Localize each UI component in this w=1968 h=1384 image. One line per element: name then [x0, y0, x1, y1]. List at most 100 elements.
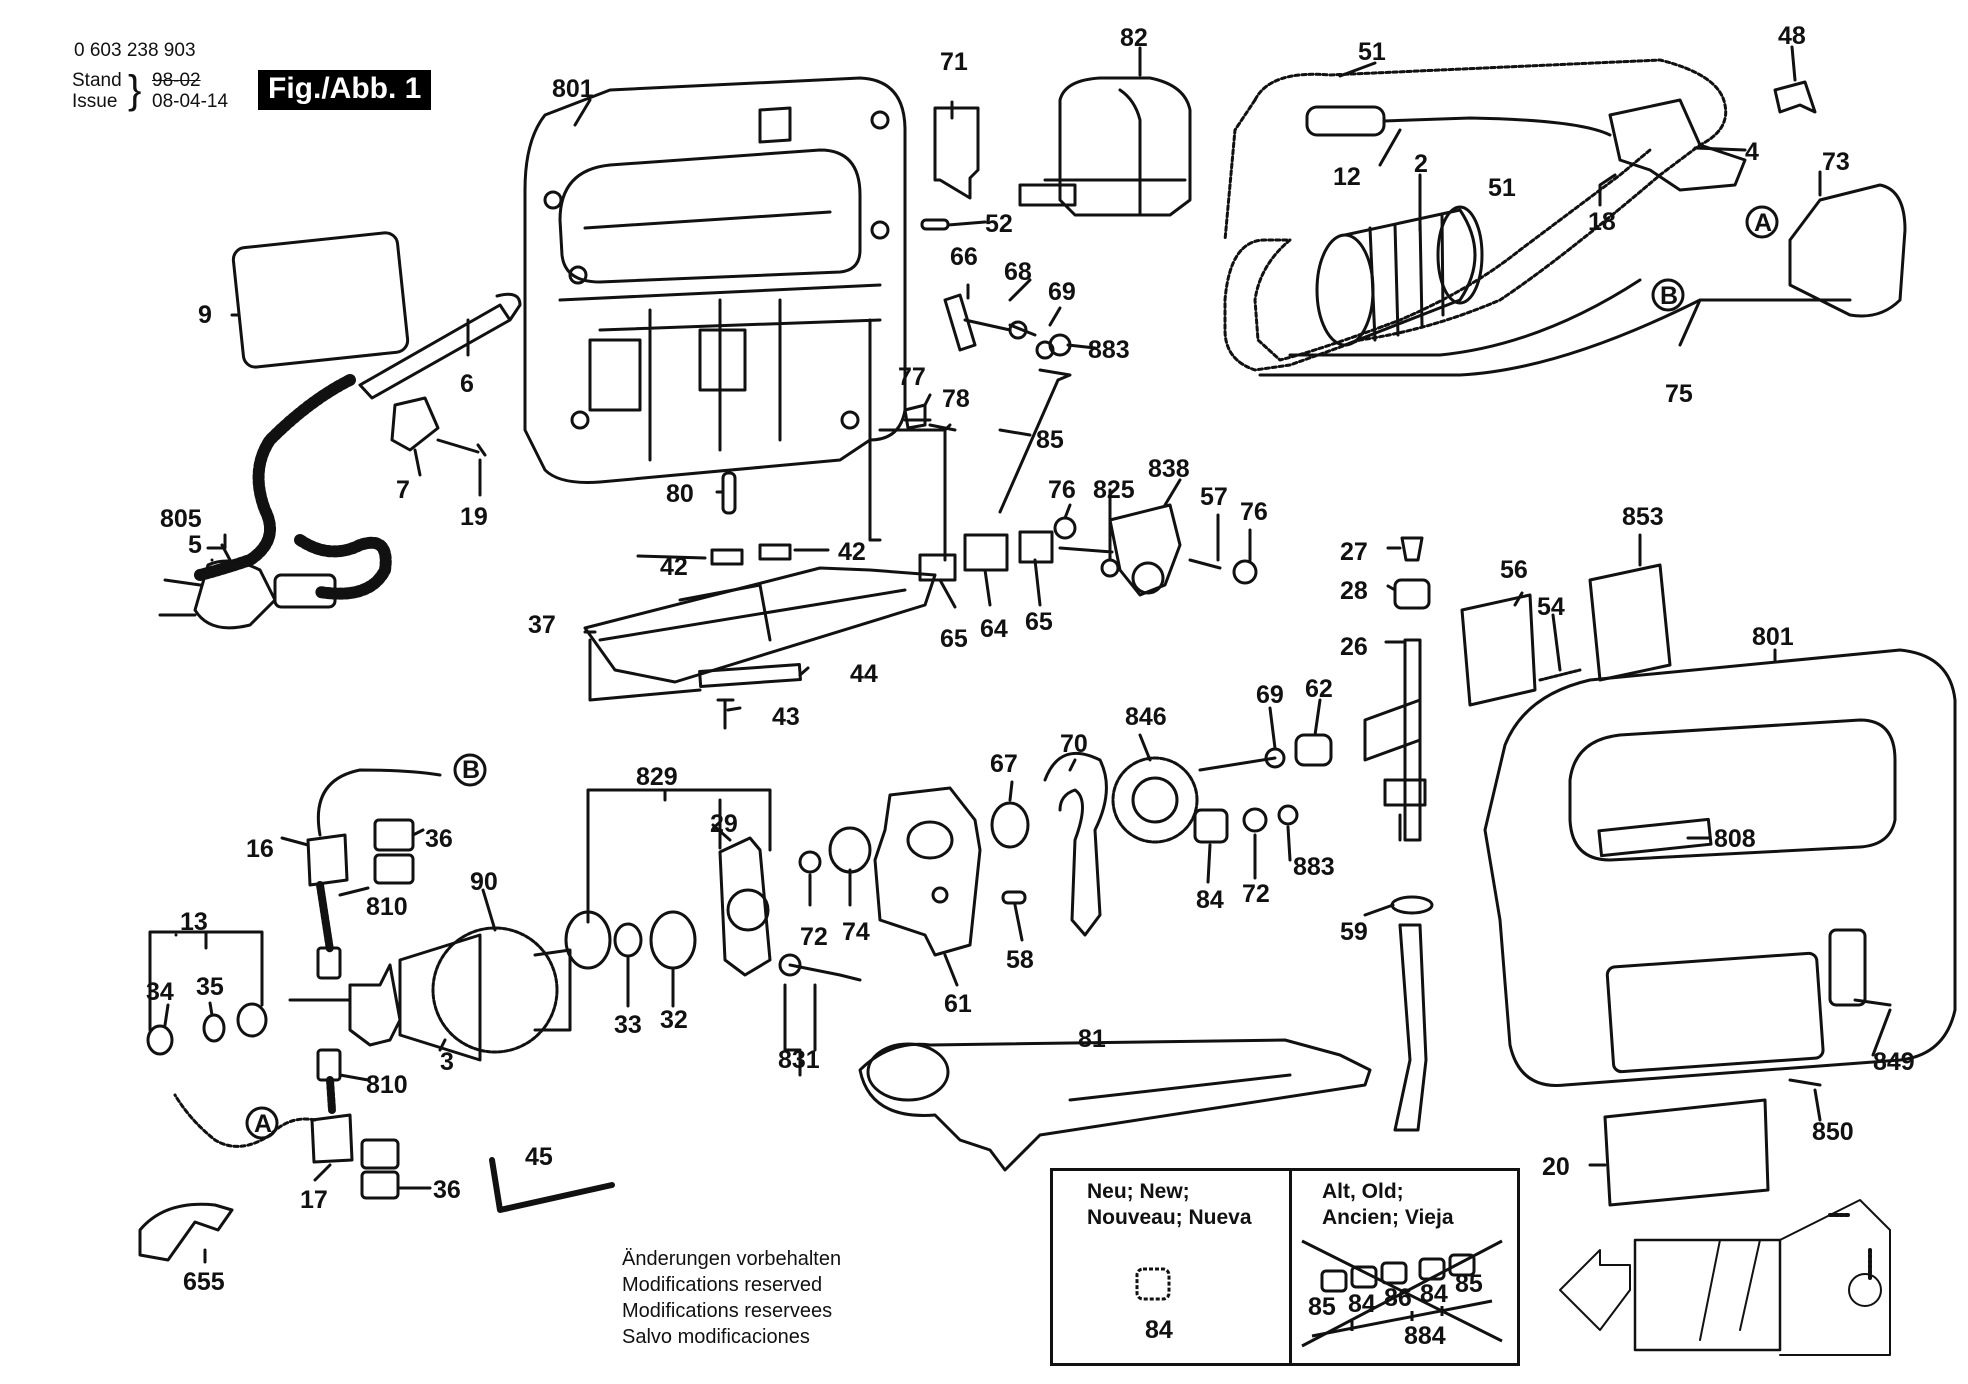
legend-old-85-a: 85	[1308, 1293, 1336, 1321]
mark-A-1	[1745, 205, 1779, 239]
callout-36: 36	[425, 825, 453, 853]
power-cord	[194, 374, 356, 581]
callout-29: 29	[710, 810, 738, 838]
callout-72-b: 72	[1242, 880, 1270, 908]
callout-9: 9	[198, 301, 212, 329]
part-45	[489, 1157, 615, 1213]
legend-new-line1: Neu; New;	[1087, 1180, 1190, 1203]
issue-value: 08-04-14	[152, 91, 229, 112]
callout-54: 54	[1537, 593, 1565, 621]
callout-42-b: 42	[838, 538, 866, 566]
part-66	[943, 293, 977, 352]
callout-72: 72	[800, 923, 828, 951]
part-7	[390, 396, 440, 452]
mark-B-2	[453, 753, 487, 787]
part-825	[1100, 558, 1120, 578]
part-28	[1393, 578, 1431, 610]
callout-883: 883	[1088, 336, 1130, 364]
callout-76: 76	[1048, 476, 1076, 504]
callout-70: 70	[1060, 730, 1088, 758]
callout-51-b: 51	[1488, 174, 1516, 202]
part-59	[1390, 895, 1434, 915]
callout-90: 90	[470, 868, 498, 896]
part-846	[1111, 756, 1199, 844]
legend-old-84-a: 84	[1348, 1290, 1376, 1318]
callout-59: 59	[1340, 918, 1368, 946]
callout-829: 829	[636, 763, 678, 791]
part-48	[1773, 80, 1817, 114]
legend-old-cell: Alt, Old; Ancien; Vieja 85 84 86 84 85 8…	[1292, 1171, 1517, 1363]
legend-old-line1: Alt, Old;	[1322, 1180, 1404, 1203]
part-810-b	[326, 1076, 336, 1114]
part-808	[1597, 817, 1713, 858]
part-70	[1043, 751, 1108, 937]
callout-810-b: 810	[366, 1071, 408, 1099]
part-17	[310, 1113, 354, 1164]
callout-43: 43	[772, 703, 800, 731]
part-883-b	[1277, 804, 1299, 826]
part-9	[231, 231, 410, 369]
part-42-a	[710, 548, 744, 566]
part-36-b	[360, 1138, 400, 1170]
callout-810: 810	[366, 893, 408, 921]
issue-label: Issue	[72, 91, 118, 112]
legend-old-line2: Ancien; Vieja	[1322, 1206, 1454, 1229]
callout-16: 16	[246, 835, 274, 863]
callout-27: 27	[1340, 538, 1368, 566]
mark-B-1	[1651, 278, 1685, 312]
part-43	[716, 698, 735, 730]
callout-42: 42	[660, 553, 688, 581]
callout-7: 7	[396, 476, 410, 504]
part-44	[698, 663, 802, 688]
callout-44: 44	[850, 660, 878, 688]
legend-old-884: 884	[1404, 1322, 1446, 1350]
part-13-sleeve	[236, 1002, 268, 1038]
part-61	[873, 786, 982, 957]
part-74	[828, 826, 872, 874]
modification-notes: Änderungen vorbehalten Modifications res…	[622, 1246, 841, 1350]
callout-34: 34	[146, 978, 174, 1006]
part-76-a	[1053, 516, 1077, 540]
legend-new-cell: Neu; New; Nouveau; Nueva 84	[1053, 1171, 1292, 1363]
legend-old-86: 86	[1384, 1284, 1412, 1312]
callout-84: 84	[1196, 886, 1224, 914]
callout-36-b: 36	[433, 1176, 461, 1204]
callout-45: 45	[525, 1143, 553, 1171]
callout-67: 67	[990, 750, 1018, 778]
part-80	[721, 471, 737, 515]
callout-mark-A-2: A	[254, 1110, 272, 1138]
note-line-es: Salvo modificaciones	[622, 1326, 810, 1348]
callout-64: 64	[980, 615, 1008, 643]
part-56	[1460, 593, 1537, 707]
part-33	[613, 922, 643, 958]
callout-76-b: 76	[1240, 498, 1268, 526]
part-85	[998, 368, 1072, 514]
callout-mark-A: A	[1754, 209, 1772, 237]
saw-blade	[1393, 923, 1428, 1132]
callout-69: 69	[1048, 278, 1076, 306]
part-36-a	[373, 818, 415, 852]
callout-75: 75	[1665, 380, 1693, 408]
housing-half-right	[1483, 648, 1957, 1087]
callout-13: 13	[180, 908, 208, 936]
callout-77: 77	[898, 363, 926, 391]
part-62	[1294, 733, 1333, 767]
callout-65: 65	[940, 625, 968, 653]
callout-805: 805	[160, 505, 202, 533]
callout-4: 4	[1745, 138, 1759, 166]
stand-value: 98-02	[152, 70, 201, 91]
callout-69-b: 69	[1256, 681, 1284, 709]
part-65-a	[918, 553, 957, 582]
callout-853: 853	[1622, 503, 1664, 531]
part-850	[1788, 1078, 1822, 1087]
housing-half-left	[523, 76, 907, 484]
part-84-a	[1193, 808, 1229, 844]
part-810-a	[316, 881, 334, 954]
callout-32: 32	[660, 1006, 688, 1034]
callout-81: 81	[1078, 1025, 1106, 1053]
part-81	[858, 1038, 1372, 1172]
part-32	[649, 910, 697, 970]
callout-51: 51	[1358, 38, 1386, 66]
part-78	[928, 423, 957, 432]
callout-52: 52	[985, 210, 1013, 238]
